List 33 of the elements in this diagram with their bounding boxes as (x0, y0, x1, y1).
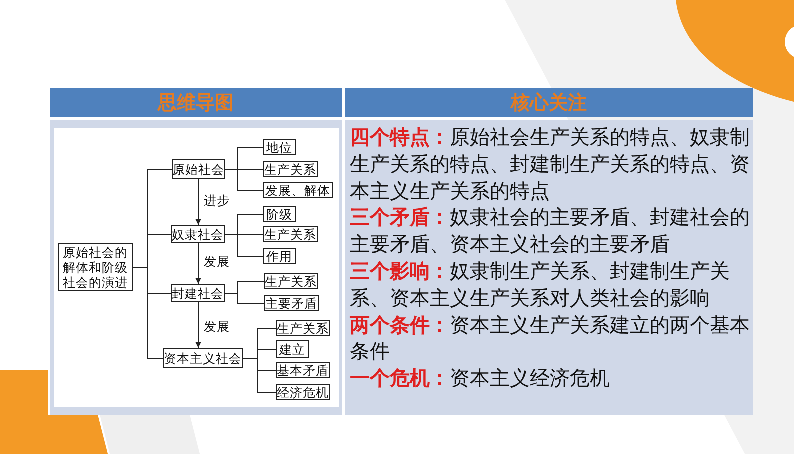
note-text: 三个矛盾：奴隶社会的主要矛盾、封建社会的主要矛盾、资本主义社会的主要矛盾 (350, 204, 750, 258)
concept-box: 地位 (263, 139, 296, 155)
table-header-cell: 思维导图 (50, 88, 342, 117)
concept-box: 生产关系 (263, 226, 318, 242)
concept-box: 建立 (276, 340, 309, 358)
concept-box: 经济危机 (276, 384, 330, 400)
concept-box: 主要矛盾 (264, 295, 319, 311)
arrow (196, 242, 202, 284)
connector-line (224, 169, 264, 191)
note-text: 一个危机：资本主义经济危机 (350, 365, 611, 392)
concept-box: 发展、解体 (263, 182, 333, 198)
concept-box: 奴隶社会 (171, 225, 225, 243)
edge-label: 发展 (204, 255, 230, 269)
arrow (196, 178, 202, 226)
arrow (196, 302, 202, 348)
connector-line (224, 293, 264, 304)
concept-box: 原始社会的解体和阶级社会的演进 (58, 243, 133, 291)
table-header-cell: 核心关注 (345, 88, 753, 117)
concept-box: 生产关系 (276, 320, 330, 336)
concept-box: 生产关系 (264, 273, 318, 289)
concept-box: 资本主义社会 (163, 348, 243, 368)
concept-box: 生产关系 (263, 161, 318, 177)
edge-label: 发展 (204, 320, 230, 334)
concept-box: 封建社会 (171, 284, 225, 302)
concept-box: 作用 (263, 248, 296, 264)
concept-box: 阶级 (263, 206, 296, 222)
edge-label: 进步 (204, 194, 230, 208)
connector-line (224, 234, 264, 257)
concept-box: 原始社会 (172, 159, 225, 179)
note-text: 四个特点：原始社会生产关系的特点、奴隶制生产关系的特点、封建制生产关系的特点、资本主义生产关系的特点 (350, 124, 750, 204)
concept-box: 基本矛盾 (276, 362, 330, 378)
note-text: 三个影响：奴隶制生产关系、封建制生产关系、资本主义生产关系对人类社会的影响 (350, 258, 731, 312)
note-text: 两个条件：资本主义生产关系建立的两个基本条件 (350, 312, 750, 366)
